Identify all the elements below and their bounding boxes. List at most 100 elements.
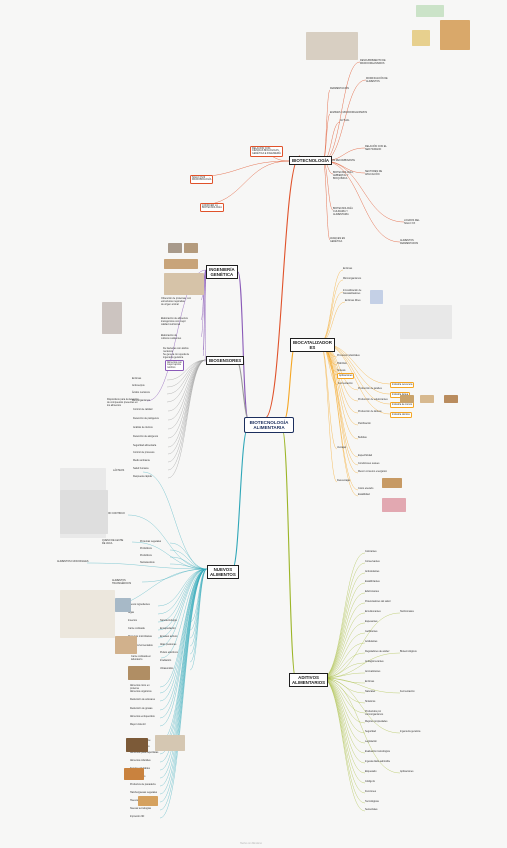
biotec-node-11[interactable]: LOGROS DEL SIGLO XX [404, 219, 420, 225]
ingenieria-node-6[interactable]: Dispositivos para la detección de compue… [107, 398, 139, 407]
aditivos-node-14[interactable]: Naturales [365, 690, 376, 693]
nuevos-node-29[interactable]: Productos de panadería [130, 783, 156, 786]
ingenieria-node-1[interactable]: Elaboración de alimentos transgénicos co… [161, 317, 188, 326]
biosensores-node-7[interactable]: Detección de alérgenos [133, 435, 159, 438]
aditivos-node-15[interactable]: Sintéticos [365, 700, 376, 703]
biosensores-node-12[interactable]: Respuesta rápida [133, 475, 152, 478]
aditivos-node-12[interactable]: Aromatizantes [365, 670, 381, 673]
biotec-node-1[interactable]: ENZIMAS / MICROORGANISMOS [330, 111, 368, 114]
biocat-node-14[interactable]: Especificidad [358, 454, 373, 457]
biotec-node-2[interactable]: ADN RECOMBINANTE [330, 159, 355, 162]
biocat-node-21[interactable]: Industria cervecera [390, 382, 415, 388]
aditivos-node-13[interactable]: Enzimas [365, 680, 375, 683]
biotec-node-10[interactable]: SECTORES DE APLICACIÓN [365, 170, 383, 176]
ingenieria-node-3[interactable]: De bacterias con ácidos nucleicos [163, 347, 189, 353]
biocat-node-1[interactable]: Microorganismos [343, 277, 362, 280]
aditivos-node-9[interactable]: Acidulantes [365, 640, 378, 643]
biotec-node-6[interactable]: ACTUAL [340, 119, 350, 122]
biocat-node-2[interactable]: Inmovilización de biocatalizadores [343, 289, 362, 295]
nuevos-node-26[interactable]: Alimentos infantiles [130, 759, 151, 762]
nuevos-node-37[interactable]: Altas presiones [160, 643, 177, 646]
biosensores-node-8[interactable]: Seguridad alimentaria [133, 444, 157, 447]
branch-biocatalizadores[interactable]: BIOCATALIZADOR ES [290, 338, 335, 353]
biocat-node-19[interactable]: Estabilidad [358, 493, 370, 496]
biotec-node-7[interactable]: BIOTECNOLOGÍA, AMBIENTAL Y BIOQUÍMICA [333, 171, 354, 180]
nuevos-node-8[interactable]: ALIMENTOS TRANSGÉNICOS [112, 579, 132, 585]
nuevos-node-20[interactable]: Reducción de grasas [130, 707, 153, 710]
nuevos-node-12[interactable]: Carne cultivada [128, 627, 145, 630]
nuevos-node-7[interactable]: Nutracéuticos [140, 561, 155, 564]
ingenieria-node-0[interactable]: Obtención de proteínas, con estructuras … [161, 297, 192, 306]
biosensores-node-2[interactable]: Ácidos nucleicos [132, 391, 150, 394]
aditivos-node-26[interactable]: Sensoriales [365, 808, 378, 811]
biocat-node-5[interactable]: Hidrólisis [337, 362, 347, 365]
biocat-node-12[interactable]: Bebidas [358, 436, 367, 439]
nuevos-node-17[interactable]: Alimentos ricos en proteína [130, 684, 150, 690]
branch-nuevos-alimentos[interactable]: NUEVOS ALIMENTOS [207, 565, 239, 580]
biocat-node-24[interactable]: Industria cárnica [390, 412, 412, 418]
biosensores-node-6[interactable]: Análisis de tóxicos [133, 426, 153, 429]
nuevos-node-11[interactable]: Insectos [128, 619, 137, 622]
biocat-node-7[interactable]: Fermentación [338, 382, 353, 385]
nuevos-node-10[interactable]: Algas [128, 611, 134, 614]
aditivos-node-17[interactable]: Mejoran propiedades [365, 720, 388, 723]
biocat-node-4[interactable]: Procesos industriales [337, 354, 360, 357]
branch-ingenieria[interactable]: INGENIERÍA GENÉTICA [206, 265, 238, 280]
aditivos-node-16[interactable]: Producidos por microorganismos [365, 710, 384, 716]
biocat-node-0[interactable]: Enzimas [343, 267, 353, 270]
aditivos-node-29[interactable]: Fermentación [400, 690, 415, 693]
aditivos-node-8[interactable]: Gelificantes [365, 630, 378, 633]
biosensores-node-4[interactable]: Control de calidad [133, 408, 153, 411]
biosensores-node-3[interactable]: Microorganismos [132, 399, 151, 402]
nuevos-node-38[interactable]: Pulsos eléctricos [160, 651, 178, 654]
aditivos-node-18[interactable]: Seguridad [365, 730, 376, 733]
nuevos-node-22[interactable]: Mayor vida útil [130, 723, 146, 726]
aditivos-node-6[interactable]: Emulsionantes [365, 610, 381, 613]
branch-biosensores[interactable]: BIOSENSORES [206, 356, 245, 366]
aditivos-node-27[interactable]: Nutricionales [400, 610, 414, 613]
biotec-node-0[interactable]: FERMENTACIÓN [330, 87, 349, 90]
biotec-node-13[interactable]: AVANCES EN GENÉTICA [330, 237, 346, 243]
biocat-node-15[interactable]: Condiciones suaves [358, 462, 380, 465]
biocat-node-11[interactable]: Panificación [358, 422, 371, 425]
biocat-node-20[interactable]: Aplicaciones [337, 373, 355, 379]
biotec-node-15[interactable]: MODIFICACIÓN DE ALIMENTOS [366, 77, 388, 83]
nuevos-node-16[interactable]: Carne cultivada en laboratorio [131, 655, 151, 661]
aditivos-node-0[interactable]: Colorantes [365, 550, 377, 553]
biocat-node-3[interactable]: Enzimas libres [345, 299, 361, 302]
nuevos-node-9[interactable]: Nuevos ingredientes [128, 603, 150, 606]
ingenieria-node-4[interactable]: Se genera con ayuda de ingeniería genéti… [163, 353, 190, 359]
biotec-node-4[interactable]: SIGLO XVIII MICROBIOLOGÍA [190, 175, 214, 184]
biocat-node-9[interactable]: Producción de edulcorantes [358, 398, 388, 401]
biotec-node-12[interactable]: ALIMENTOS FERMENTADOS [400, 239, 419, 245]
biocat-node-13[interactable]: Ventajas [337, 446, 347, 449]
central-topic[interactable]: BIOTECNOLOGÍA ALIMENTARIA [244, 417, 294, 433]
biotec-node-9[interactable]: RELACIÓN CON EL SER HUMANO [365, 145, 387, 151]
biocat-node-16[interactable]: Menor consumo energético [358, 470, 387, 473]
nuevos-node-33[interactable]: Impresión 3D [130, 815, 145, 818]
nuevos-node-32[interactable]: Nuevas tecnologías [130, 807, 151, 810]
branch-biotecnologia[interactable]: BIOTECNOLOGÍA [289, 156, 333, 166]
biocat-node-8[interactable]: Producción de jarabes [358, 387, 382, 390]
biosensores-node-1[interactable]: Anticuerpos [132, 384, 145, 387]
biotec-node-14[interactable]: DESCUBRIMIENTO DE MICROORGANISMOS [360, 59, 386, 65]
nuevos-node-0[interactable]: LÁCTEOS [113, 469, 125, 472]
biotec-node-5[interactable]: CONOCER LA BIOTECNOLOGÍA [200, 203, 224, 212]
nuevos-node-18[interactable]: Alimentos orgánicos [130, 690, 152, 693]
aditivos-node-5[interactable]: Potenciadores del sabor [365, 600, 391, 603]
biosensores-node-0[interactable]: Enzimas [132, 377, 142, 380]
aditivos-node-10[interactable]: Reguladores de acidez [365, 650, 390, 653]
aditivos-node-4[interactable]: Edulcorantes [365, 590, 379, 593]
biocat-node-10[interactable]: Producción de lácteos [358, 410, 382, 413]
aditivos-node-20[interactable]: Evaluación toxicológica [365, 750, 390, 753]
ingenieria-node-2[interactable]: Elaboración de cultivos resistentes [161, 334, 182, 340]
nuevos-node-3[interactable]: ALIMENTOS FUNCIONALES [57, 560, 89, 563]
aditivos-node-25[interactable]: Tecnológicas [365, 800, 379, 803]
biosensores-node-10[interactable]: Medio ambiente [133, 459, 151, 462]
aditivos-node-3[interactable]: Estabilizantes [365, 580, 380, 583]
biosensores-node-5[interactable]: Detección de patógenos [133, 417, 159, 420]
aditivos-node-1[interactable]: Conservantes [365, 560, 380, 563]
aditivos-node-2[interactable]: Antioxidantes [365, 570, 380, 573]
nuevos-node-36[interactable]: Envases activos [160, 635, 178, 638]
aditivos-node-30[interactable]: Ingeniería genética [400, 730, 421, 733]
